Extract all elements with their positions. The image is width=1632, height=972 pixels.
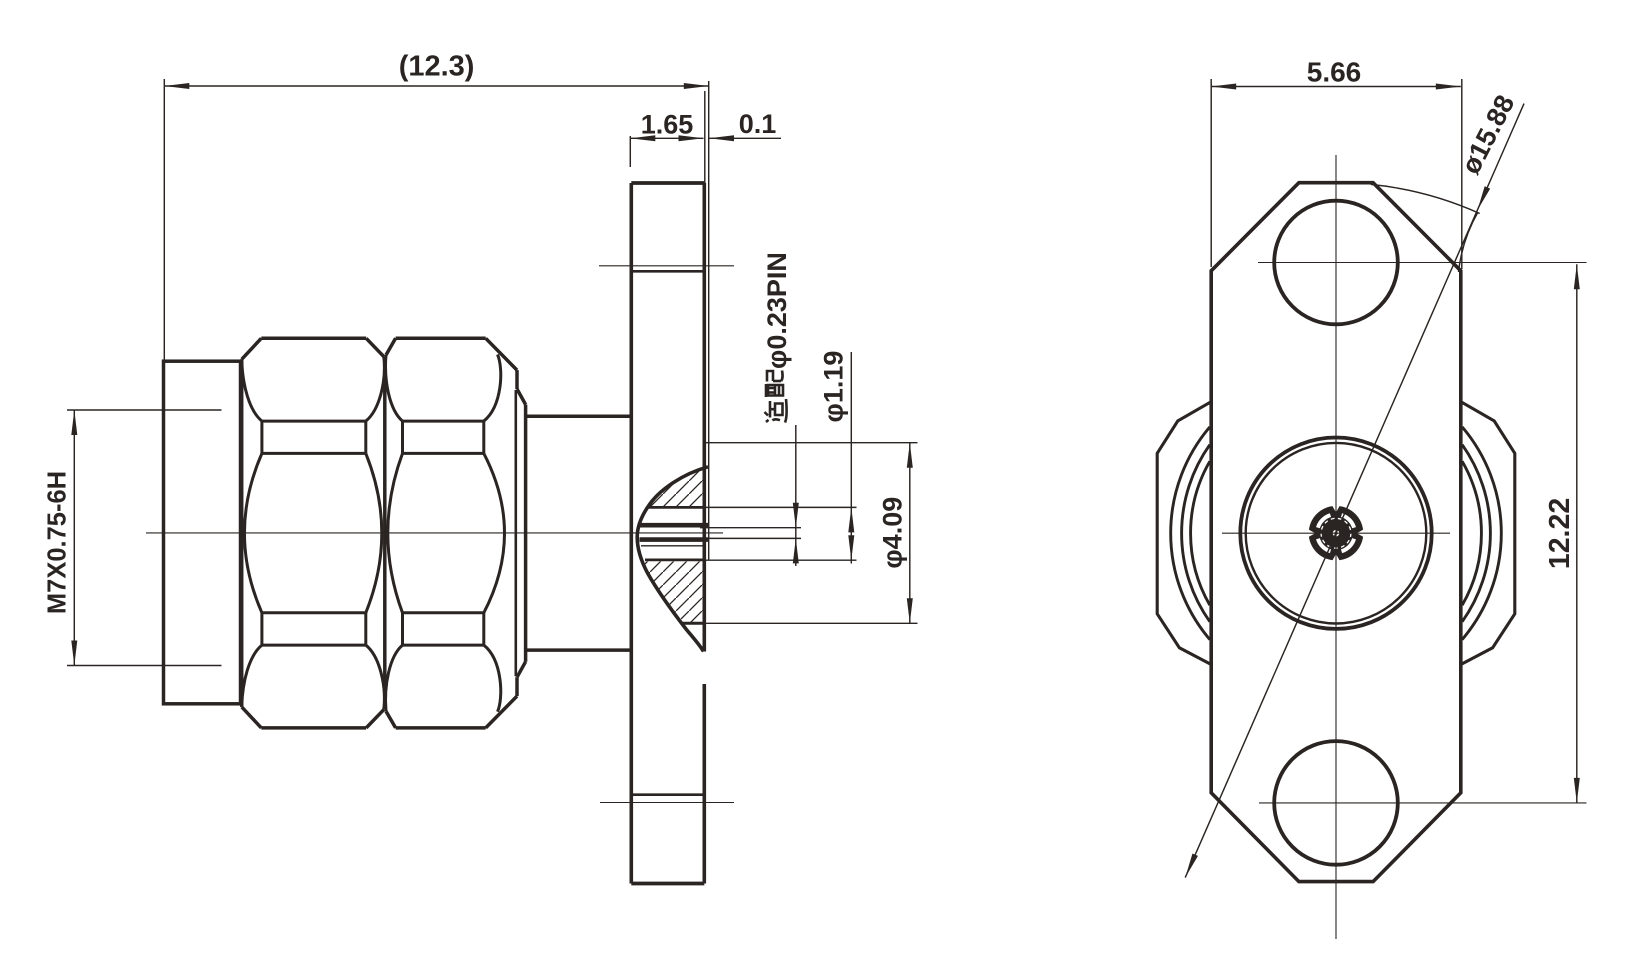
svg-text:1.65: 1.65: [641, 110, 694, 140]
svg-text:0.1: 0.1: [739, 109, 777, 139]
svg-text:φ4.09: φ4.09: [878, 497, 908, 569]
svg-text:(12.3): (12.3): [399, 51, 475, 83]
svg-text:12.22: 12.22: [1544, 498, 1576, 569]
svg-text:φ0.23PIN: φ0.23PIN: [762, 252, 792, 369]
svg-text:φ1.19: φ1.19: [819, 351, 849, 423]
svg-text:M7X0.75-6H: M7X0.75-6H: [44, 471, 72, 614]
svg-text:5.66: 5.66: [1307, 57, 1362, 88]
